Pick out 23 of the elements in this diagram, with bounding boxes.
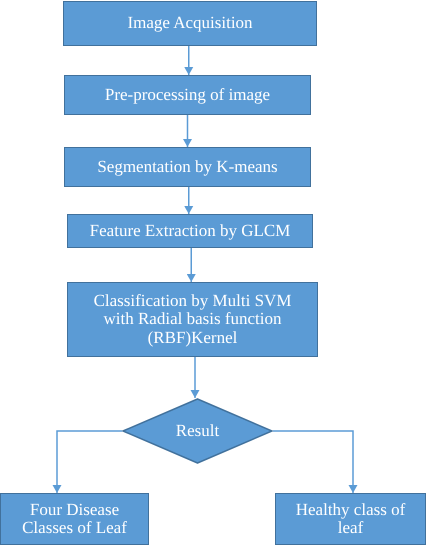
step-text: Segmentation by K-means — [97, 158, 278, 176]
step-text: Pre-processing of image — [104, 86, 270, 104]
arrow — [186, 248, 196, 282]
step-text: Healthy class of leaf — [294, 500, 406, 538]
arrow — [184, 46, 194, 75]
arrow — [183, 115, 192, 147]
process-box — [0, 493, 149, 545]
arrow — [52, 430, 122, 493]
decision-diamond — [122, 398, 273, 464]
arrow — [190, 357, 200, 398]
process-box — [67, 214, 313, 248]
step-text: Four Disease Classes of Leaf — [21, 500, 128, 538]
arrow — [184, 187, 194, 214]
process-box — [64, 147, 311, 187]
decision-text: Result — [176, 422, 220, 440]
step-text: Image Acquisition — [127, 14, 253, 33]
process-box — [275, 493, 426, 545]
step-text: Feature Extraction by GLCM — [90, 222, 290, 240]
step-text: Classification by Multi SVM with Radial basis function (RBF)Kernel — [92, 292, 292, 348]
arrow — [273, 430, 358, 493]
process-box — [64, 75, 311, 115]
process-box — [63, 1, 317, 46]
process-box — [67, 282, 318, 357]
